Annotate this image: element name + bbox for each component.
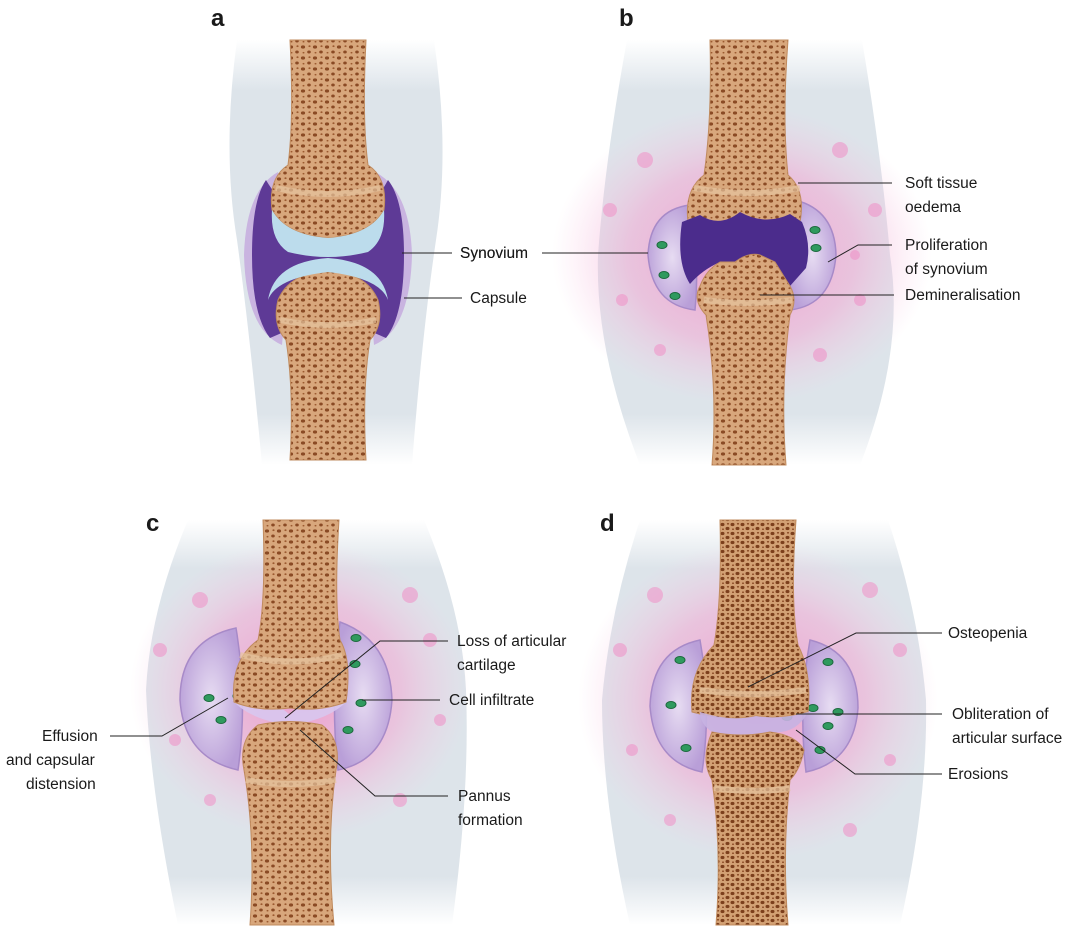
- lower-bone: [243, 722, 338, 926]
- demineralisation-label: Demineralisation: [905, 287, 1020, 304]
- effusion-label-line2: and capsular: [6, 752, 95, 769]
- panel-letter-c: c: [146, 510, 159, 537]
- obliteration-label-line2: articular surface: [952, 730, 1062, 747]
- synovium-label: Synovium: [460, 245, 528, 262]
- effusion-label-line1: Effusion: [42, 728, 98, 745]
- erosions-label: Erosions: [948, 766, 1009, 783]
- proliferation-label-line2: of synovium: [905, 261, 988, 278]
- effusion-label-line3: distension: [26, 776, 96, 793]
- proliferation-label-line1: Proliferation: [905, 237, 988, 254]
- lower-bone: [276, 272, 380, 460]
- panel-letter-a: a: [211, 5, 225, 32]
- cell-infiltrate-label: Cell infiltrate: [449, 692, 534, 709]
- osteopenia-label: Osteopenia: [948, 625, 1028, 642]
- capsule-label: Capsule: [470, 290, 527, 307]
- loss-cartilage-label-line2: cartilage: [457, 657, 516, 674]
- pannus-label-line1: Pannus: [458, 788, 511, 805]
- obliteration-label-line1: Obliteration of: [952, 706, 1049, 723]
- panel-c: c Loss of articular cartilage Cell infil…: [6, 510, 566, 925]
- soft-tissue-label-line1: Soft tissue: [905, 175, 977, 192]
- panel-letter-d: d: [600, 510, 615, 537]
- panel-d: d Osteopenia Obliteration of articular s…: [578, 510, 1062, 925]
- loss-cartilage-label-line1: Loss of articular: [457, 633, 566, 650]
- panel-b: b Synovium Soft tissue oedema Prolifera: [460, 5, 1020, 465]
- soft-tissue-label-line2: oedema: [905, 199, 961, 216]
- panel-a: a Synovium Capsule: [211, 5, 528, 465]
- panel-letter-b: b: [619, 5, 634, 32]
- pannus-label-line2: formation: [458, 812, 523, 829]
